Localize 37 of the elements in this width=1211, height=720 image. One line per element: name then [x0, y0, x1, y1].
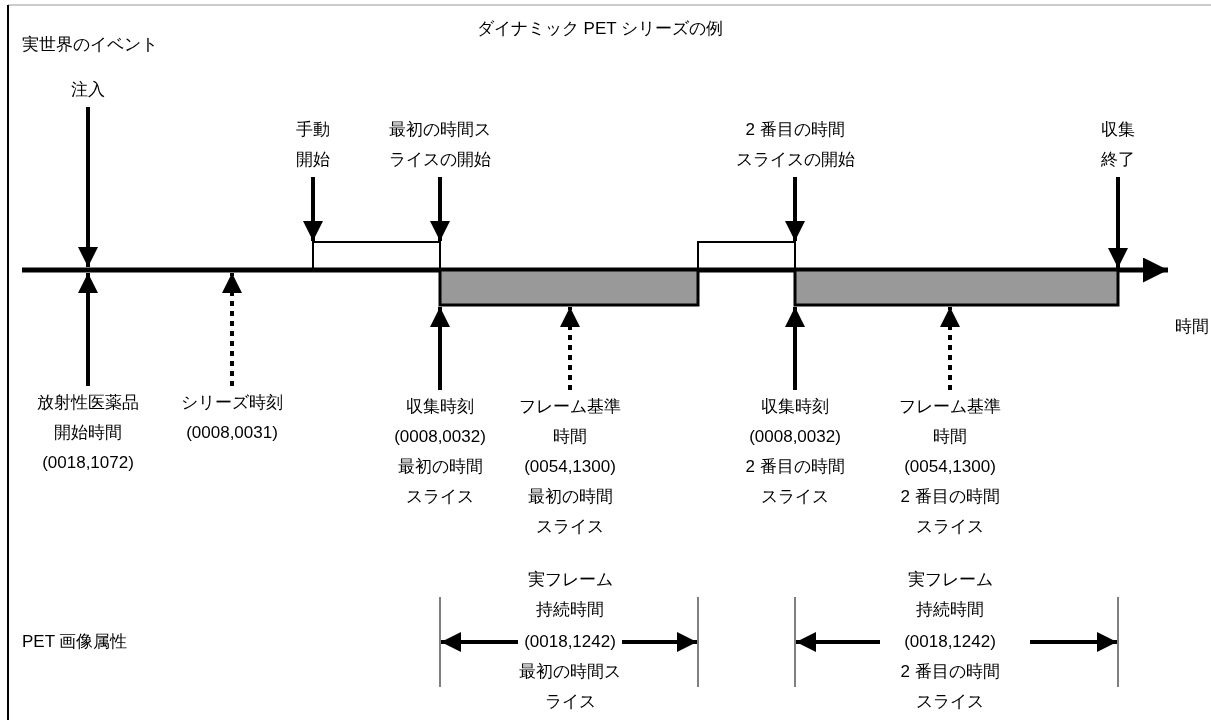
dimension-label: 実フレーム持続時間 — [527, 569, 613, 621]
pulse-outline — [697, 241, 796, 271]
dotted-arrow — [560, 307, 580, 390]
arrow — [303, 177, 323, 241]
arrow — [430, 177, 450, 241]
attribute-label: 収集時刻 (0008,0032) 2 番目の時間スライス — [745, 392, 845, 512]
event-label: 2 番目の時間スライスの開始 — [735, 115, 855, 175]
dotted-arrow — [222, 273, 242, 386]
pulse-outline — [312, 241, 441, 271]
event-label: 注入 — [71, 75, 105, 105]
time-axis — [22, 257, 1168, 283]
arrow — [78, 107, 98, 267]
attribute-label: フレーム基準時間 (0054,1300) 2 番目の時間スライス — [899, 392, 1001, 542]
section-heading: 実世界のイベント — [22, 34, 158, 56]
frame-bar — [438, 268, 700, 307]
dimension-label: (0018,1242) — [524, 631, 616, 653]
event-label: 最初の時間スライスの開始 — [389, 115, 491, 175]
arrow — [785, 307, 805, 390]
axis-label: 時間 — [1175, 316, 1209, 338]
section-heading: PET 画像属性 — [22, 631, 128, 653]
dotted-arrow — [940, 307, 960, 390]
attribute-label: シリーズ時刻 (0008,0031) — [181, 388, 283, 448]
dimension-label: 最初の時間スライス — [519, 661, 621, 713]
dimension-label: (0018,1242) — [904, 631, 996, 653]
arrow — [430, 307, 450, 390]
attribute-label: フレーム基準時間 (0054,1300) 最初の時間スライス — [519, 392, 621, 542]
frame-bar — [793, 268, 1120, 307]
arrow — [1108, 177, 1128, 268]
arrow — [785, 177, 805, 241]
dimension-label: 実フレーム持続時間 — [907, 569, 993, 621]
diagram-title: ダイナミック PET シリーズの例 — [476, 18, 724, 40]
attribute-label: 放射性医薬品開始時間 (0018,1072) — [37, 388, 139, 478]
dimension-label: 2 番目の時間スライス — [900, 661, 1000, 713]
event-label: 手動開始 — [296, 115, 330, 175]
arrow — [78, 273, 98, 386]
attribute-label: 収集時刻 (0008,0032) 最初の時間スライス — [394, 392, 486, 512]
event-label: 収集終了 — [1101, 115, 1135, 175]
